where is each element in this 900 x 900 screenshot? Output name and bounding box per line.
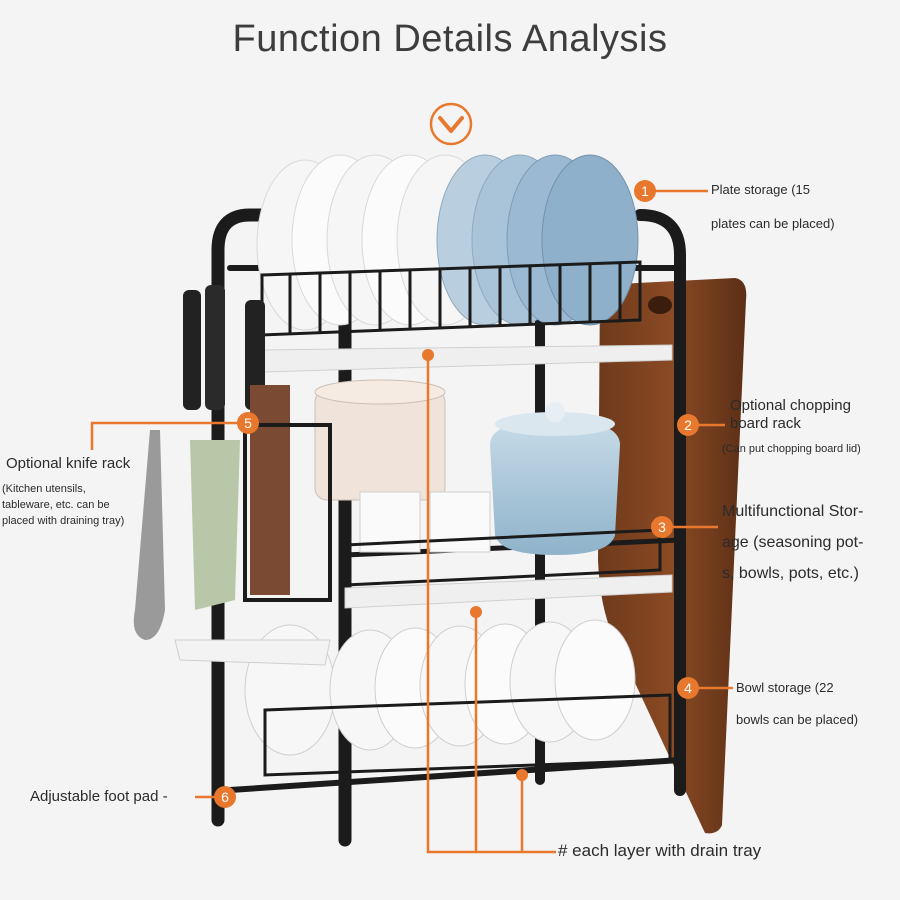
badge-number: 2 (684, 417, 692, 433)
drain-tray-note: # each layer with drain tray (558, 841, 762, 860)
callout-2-line-2: board rack (730, 415, 801, 432)
callout-badge-3: 3 (651, 516, 673, 538)
bottom-basket (263, 693, 672, 777)
callout-5-line-3: tableware, etc. can be (2, 499, 110, 511)
callout-5-line-2: (Kitchen utensils, (2, 483, 86, 495)
callout-badge-2: 2 (677, 414, 699, 436)
badge-number: 1 (641, 183, 649, 199)
callout-badge-1: 1 (634, 180, 656, 202)
callout-4-line-1: Bowl storage (22 (736, 680, 834, 695)
middle-basket (343, 528, 662, 587)
callout-5-line-1: Optional knife rack (6, 455, 131, 472)
callout-badge-6: 6 (214, 786, 236, 808)
badge-number: 3 (658, 519, 666, 535)
callout-1-line-2: plates can be placed) (711, 216, 835, 231)
middle-items (314, 379, 620, 555)
callout-badge-4: 4 (677, 677, 699, 699)
knife-rack (133, 285, 332, 666)
callout-6-label: Adjustable foot pad - (30, 788, 168, 805)
callout-3-line-1: Multifunctional Stor- (722, 503, 864, 520)
badge-number: 4 (684, 680, 692, 696)
callout-3-line-2: age (seasoning pot- (722, 534, 864, 551)
callout-5-line-4: placed with draining tray) (2, 515, 125, 527)
callout-4-line-2: bowls can be placed) (736, 712, 859, 727)
callout-2-line-3: (Can put chopping board lid) (722, 443, 861, 455)
callout-3-line-3: s, bowls, pots, etc.) (722, 565, 859, 582)
leader-dots (422, 349, 528, 781)
page-title: Function Details Analysis (232, 18, 668, 60)
chevron-down-circle-icon (429, 102, 473, 146)
callout-badge-5: 5 (237, 412, 259, 434)
badge-number: 6 (221, 789, 229, 805)
callout-1-line-1: Plate storage (15 (711, 182, 811, 197)
badge-number: 5 (244, 415, 252, 431)
plates-top (256, 154, 639, 331)
chopping-board (598, 278, 747, 834)
callout-2-line-1: Optional chopping (730, 397, 851, 414)
